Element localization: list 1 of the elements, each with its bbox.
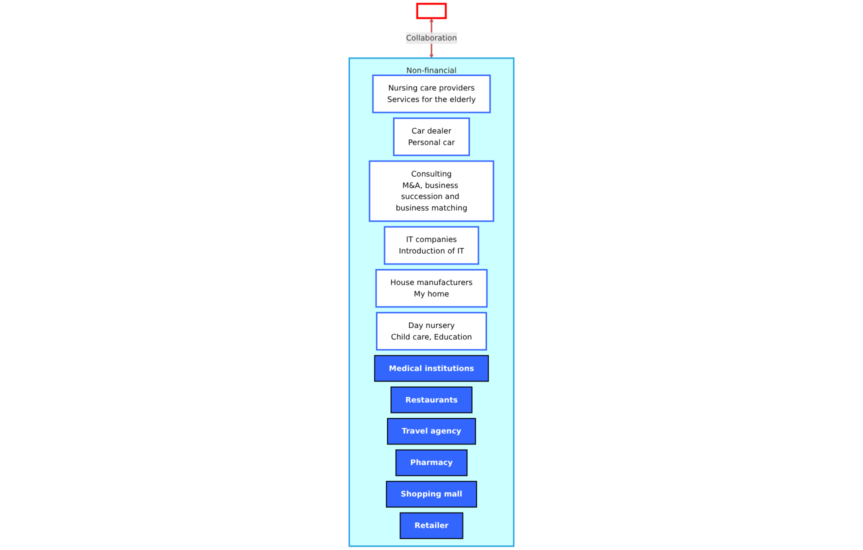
- node-box: [416, 2, 447, 20]
